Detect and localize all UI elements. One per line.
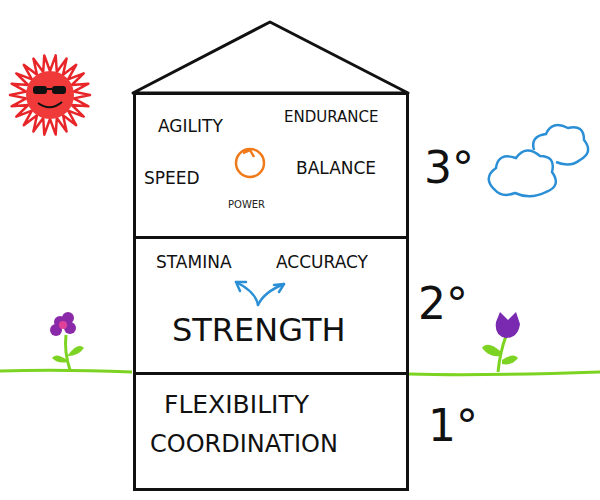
- quality-label: FLEXIBILITY: [164, 391, 309, 419]
- quality-label: ENDURANCE: [284, 109, 378, 126]
- clouds: [489, 125, 588, 196]
- level-number: 1°: [428, 404, 478, 448]
- quality-label: STRENGTH: [172, 313, 346, 348]
- quality-label: AGILITY: [158, 117, 223, 136]
- house-band: AGILITY ENDURANCE SPEED BALANCE POWER: [133, 92, 409, 239]
- quality-label: SPEED: [144, 169, 200, 188]
- level-number: 3°: [424, 146, 474, 190]
- quality-label: BALANCE: [296, 159, 376, 178]
- house-band: STAMINA ACCURACY STRENGTH: [133, 236, 409, 375]
- power-symbol: [236, 149, 264, 177]
- sun: [10, 55, 90, 134]
- quality-label: STAMINA: [156, 253, 232, 272]
- quality-label: POWER: [228, 199, 265, 210]
- quality-label: ACCURACY: [276, 253, 368, 272]
- house-band: FLEXIBILITY COORDINATION: [133, 372, 409, 491]
- level-number: 2°: [418, 282, 468, 326]
- flower: [482, 312, 520, 372]
- branch-arrows: [236, 282, 284, 305]
- quality-label: COORDINATION: [150, 431, 338, 457]
- roof: [133, 22, 408, 93]
- flower: [50, 312, 84, 370]
